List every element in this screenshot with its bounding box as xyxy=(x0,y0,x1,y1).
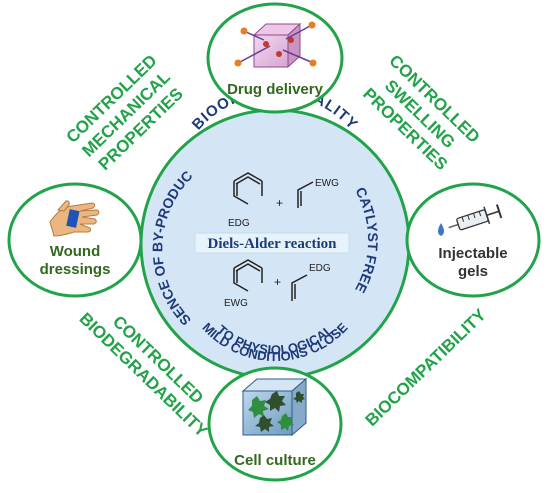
syringe-icon xyxy=(448,204,503,231)
ewg-label-2: EWG xyxy=(224,298,248,309)
drug-release-box-icon xyxy=(234,21,317,69)
diene-structure-2 xyxy=(233,259,263,292)
droplet-icon xyxy=(438,223,444,236)
wound-label: Wound xyxy=(50,243,101,260)
cell-culture-label: Cell culture xyxy=(234,452,316,469)
drug-delivery-label: Drug delivery xyxy=(227,81,324,98)
injectable-gels-node: Injectable gels xyxy=(405,182,541,298)
cell-culture-scaffold-icon xyxy=(241,377,308,437)
dienophile-structure-2 xyxy=(291,274,308,301)
edg-label-2: EDG xyxy=(309,263,331,274)
plus-sign-2: + xyxy=(274,275,281,289)
ewg-label-1: EWG xyxy=(315,178,339,189)
injectable-label: Injectable xyxy=(438,245,507,262)
dienophile-structure-1 xyxy=(297,181,314,208)
hand-with-bandage-icon xyxy=(49,200,100,237)
reaction-label-box xyxy=(194,232,350,254)
dressings-label: dressings xyxy=(40,261,111,278)
plus-sign-1: + xyxy=(276,196,283,210)
diene-structure-1 xyxy=(233,172,263,205)
reaction-label: Diels-Alder reaction xyxy=(207,236,337,252)
drug-delivery-node: Drug delivery xyxy=(206,2,344,114)
cell-culture-node: Cell culture xyxy=(207,366,343,482)
gels-label: gels xyxy=(458,263,488,280)
edg-label-1: EDG xyxy=(228,218,250,229)
wound-dressings-node: Wound dressings xyxy=(7,182,143,298)
